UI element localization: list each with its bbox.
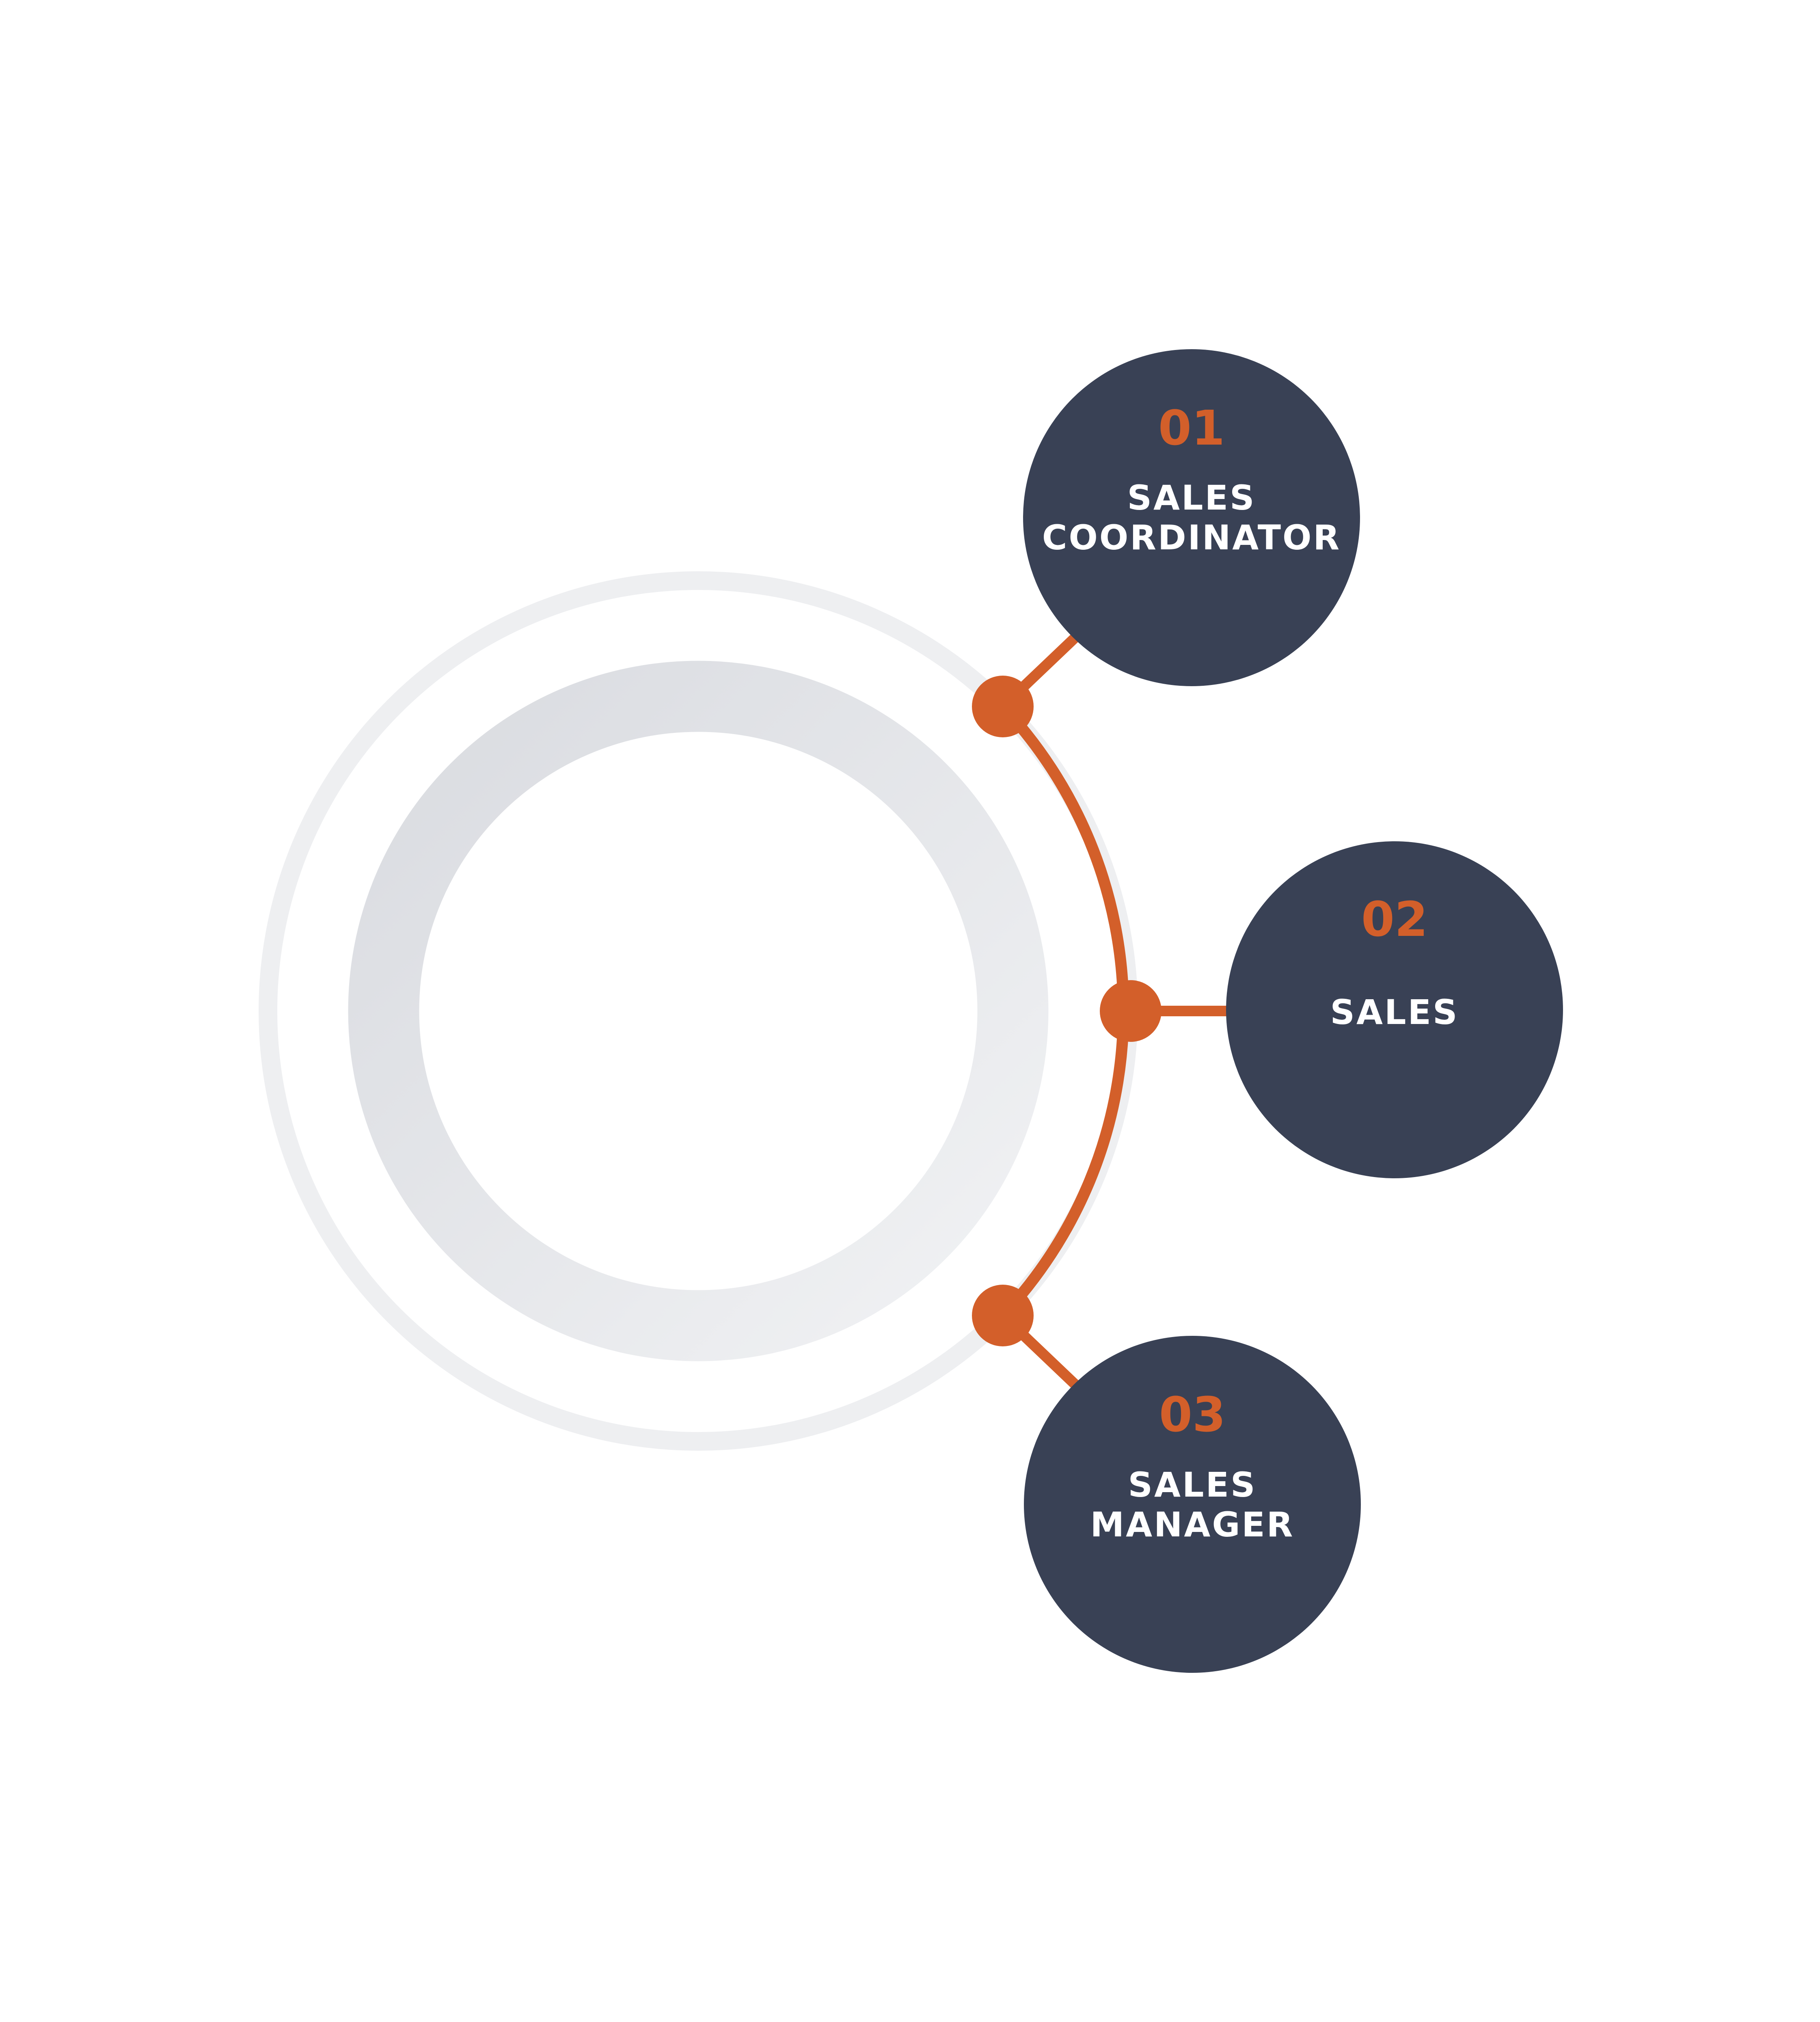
step-2-number: 02 — [1361, 891, 1428, 947]
step-1-number: 01 — [1158, 400, 1225, 456]
step-1-connector-dot — [972, 676, 1034, 737]
step-2-label-line-1: SALES — [1330, 992, 1459, 1032]
step-3-connector-dot — [972, 1285, 1034, 1346]
step-3-label-line-2: MANAGER — [1090, 1505, 1295, 1545]
step-2-node — [1226, 841, 1563, 1178]
step-3-number: 03 — [1159, 1387, 1226, 1443]
inner-ring — [348, 661, 1049, 1361]
step-1-node — [1023, 349, 1360, 686]
step-1-label-line-2: COORDINATOR — [1042, 518, 1341, 557]
step-2-connector-dot — [1100, 980, 1162, 1042]
step-3: 03 SALES MANAGER — [972, 1285, 1361, 1673]
step-3-node — [1024, 1336, 1361, 1673]
step-1: 01 SALES COORDINATOR — [972, 349, 1360, 737]
step-2: 02 SALES — [1100, 841, 1563, 1178]
step-3-label-line-1: SALES — [1128, 1465, 1257, 1505]
step-1-label-line-1: SALES — [1127, 478, 1256, 518]
